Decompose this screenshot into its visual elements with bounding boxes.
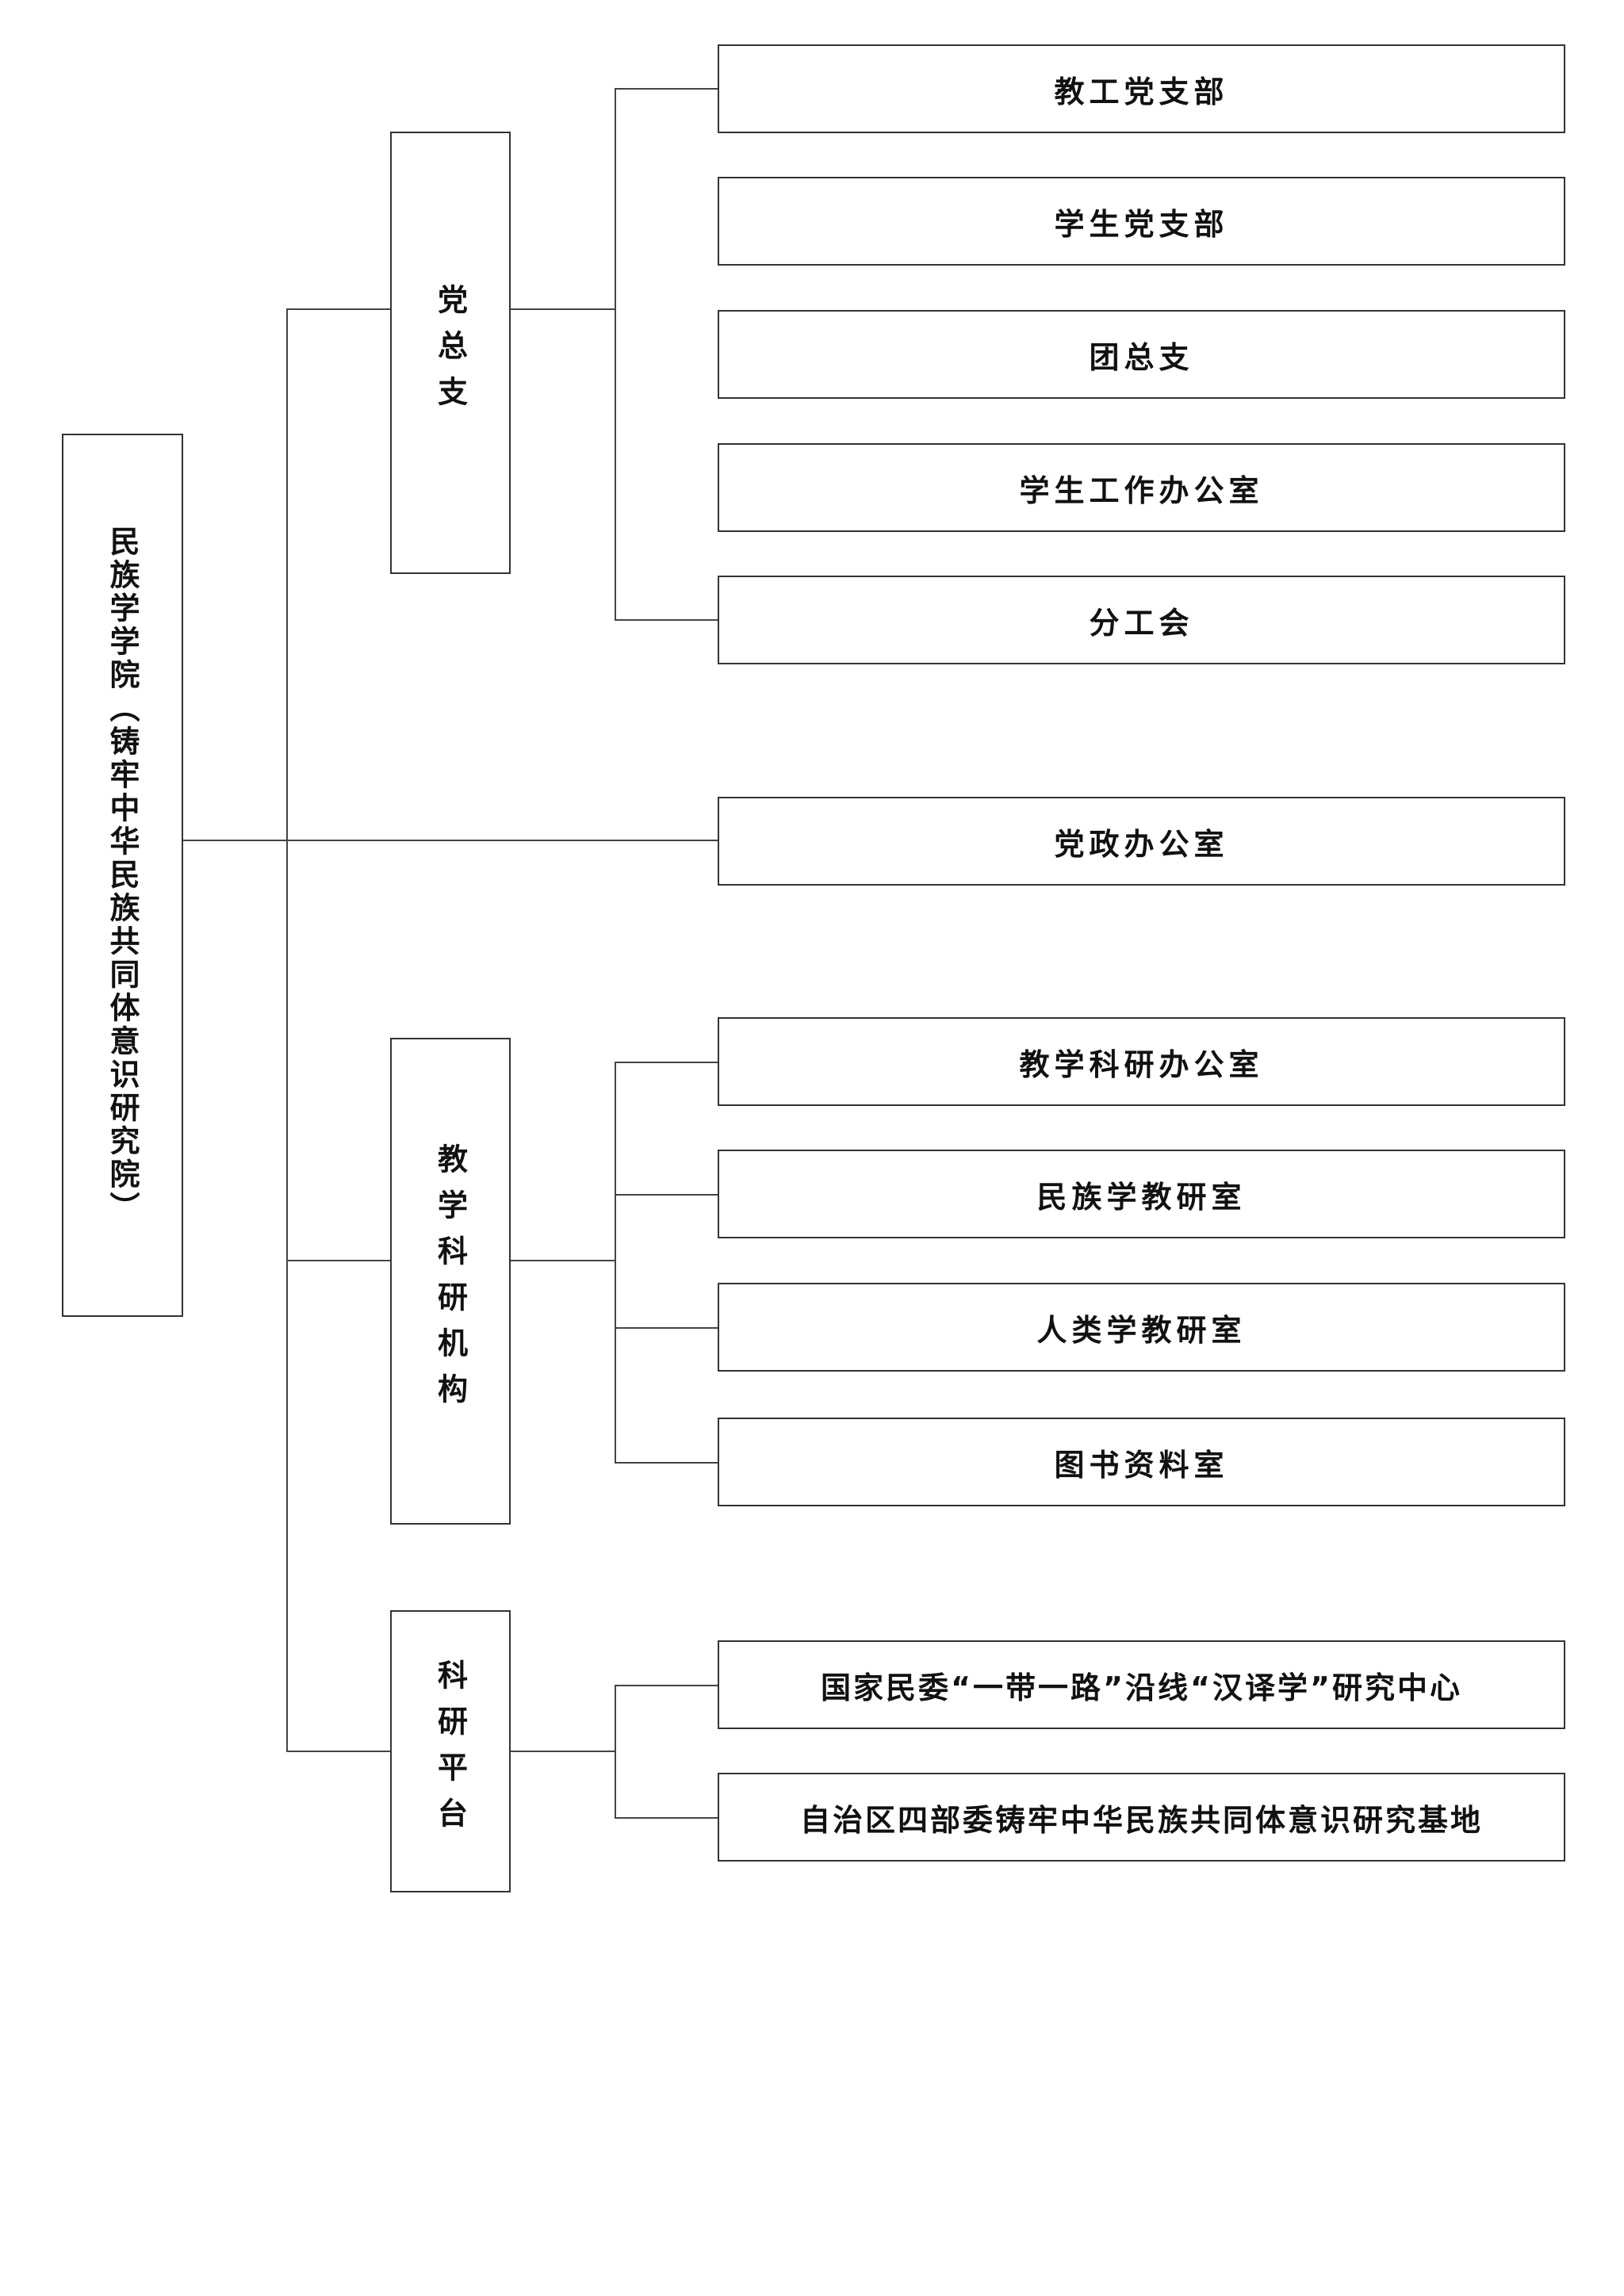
leaf-node: 图书资料室: [718, 1418, 1565, 1506]
connector: [615, 1685, 718, 1686]
connector: [511, 1260, 615, 1261]
group-research-platform: 科研平台: [390, 1610, 511, 1892]
connector: [615, 1462, 718, 1464]
connector: [286, 1260, 390, 1261]
leaf-node: 教学科研办公室: [718, 1017, 1565, 1106]
leaf-party-admin-office: 党政办公室: [718, 797, 1565, 886]
leaf-label: 分工会: [1089, 605, 1194, 641]
leaf-label: 图书资料室: [1054, 1447, 1229, 1483]
leaf-node: 学生党支部: [718, 177, 1565, 266]
leaf-node: 国家民委“一带一路”沿线“汉译学”研究中心: [718, 1640, 1565, 1729]
connector: [286, 1751, 390, 1752]
leaf-node: 自治区四部委铸牢中华民族共同体意识研究基地: [718, 1773, 1565, 1862]
group-label: 科研平台: [432, 1659, 468, 1843]
connector: [286, 308, 288, 1751]
connector: [615, 619, 718, 621]
connector: [286, 308, 390, 310]
connector: [615, 1817, 718, 1819]
group-party-branch: 党总支: [390, 132, 511, 574]
leaf-node: 团总支: [718, 310, 1565, 399]
connector: [615, 1194, 718, 1196]
leaf-node: 教工党支部: [718, 44, 1565, 133]
leaf-label: 教学科研办公室: [1019, 1047, 1264, 1082]
leaf-label: 教工党支部: [1054, 74, 1229, 109]
group-label: 党总支: [432, 284, 468, 422]
connector: [183, 840, 718, 841]
group-teaching-research: 教学科研机构: [390, 1038, 511, 1525]
leaf-node: 分工会: [718, 576, 1565, 664]
connector: [511, 1751, 615, 1752]
leaf-label: 团总支: [1089, 339, 1194, 375]
connector: [615, 88, 616, 620]
leaf-label: 党政办公室: [1054, 826, 1229, 862]
leaf-label: 学生工作办公室: [1019, 473, 1264, 508]
leaf-node: 人类学教研室: [718, 1283, 1565, 1372]
leaf-label: 民族学教研室: [1036, 1179, 1247, 1215]
group-label: 教学科研机构: [432, 1143, 468, 1419]
connector: [615, 1062, 718, 1063]
connector: [615, 88, 718, 90]
connector: [511, 308, 615, 310]
connector: [615, 1685, 616, 1818]
connector: [615, 1327, 718, 1329]
leaf-label: 自治区四部委铸牢中华民族共同体意识研究基地: [799, 1802, 1483, 1838]
leaf-label: 国家民委“一带一路”沿线“汉译学”研究中心: [821, 1670, 1462, 1705]
leaf-node: 民族学教研室: [718, 1150, 1565, 1238]
root-label: 民族学学院（铸牢中华民族共同体意识研究院）: [105, 526, 140, 1225]
leaf-node: 学生工作办公室: [718, 443, 1565, 532]
leaf-label: 人类学教研室: [1036, 1312, 1247, 1348]
connector: [615, 1062, 616, 1463]
root-node: 民族学学院（铸牢中华民族共同体意识研究院）: [62, 434, 183, 1317]
leaf-label: 学生党支部: [1054, 206, 1229, 242]
